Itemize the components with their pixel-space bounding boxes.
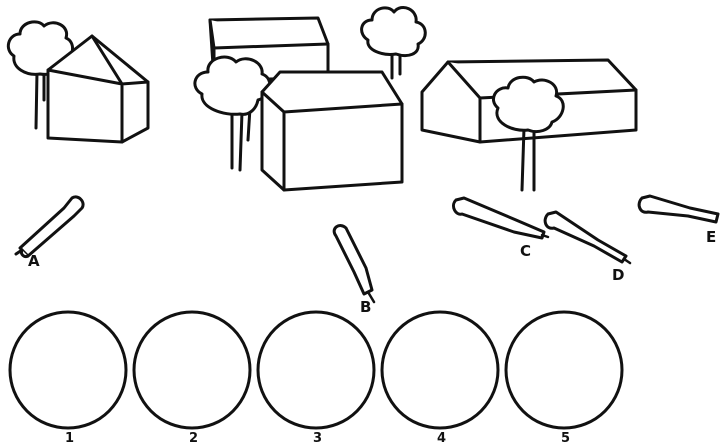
view-circle-3: 3 bbox=[258, 312, 376, 445]
telescope-label-d: D bbox=[612, 266, 624, 284]
view-circle-5: 5 bbox=[506, 312, 622, 445]
view-label-2: 2 bbox=[189, 431, 198, 445]
view-label-4: 4 bbox=[437, 431, 446, 445]
telescope-label-a: A bbox=[28, 252, 40, 270]
telescope-c: C bbox=[454, 198, 548, 260]
view-label-5: 5 bbox=[561, 431, 570, 445]
view-circle-1: 1 bbox=[10, 312, 126, 445]
tree-upper-right bbox=[362, 7, 426, 78]
view-circle-4: 4 bbox=[382, 312, 498, 445]
telescope-e: E bbox=[639, 196, 718, 246]
telescope-label-c: C bbox=[520, 242, 531, 260]
view-label-1: 1 bbox=[65, 431, 74, 445]
telescope-d: D bbox=[545, 212, 630, 284]
telescope-a: A bbox=[16, 197, 83, 270]
view-circle-2: 2 bbox=[134, 312, 250, 445]
telescope-label-e: E bbox=[706, 228, 716, 246]
telescope-b: B bbox=[334, 226, 374, 316]
house-front-middle bbox=[262, 72, 402, 190]
tree-middle bbox=[195, 57, 270, 170]
telescope-label-b: B bbox=[360, 298, 371, 316]
view-label-3: 3 bbox=[313, 431, 322, 445]
